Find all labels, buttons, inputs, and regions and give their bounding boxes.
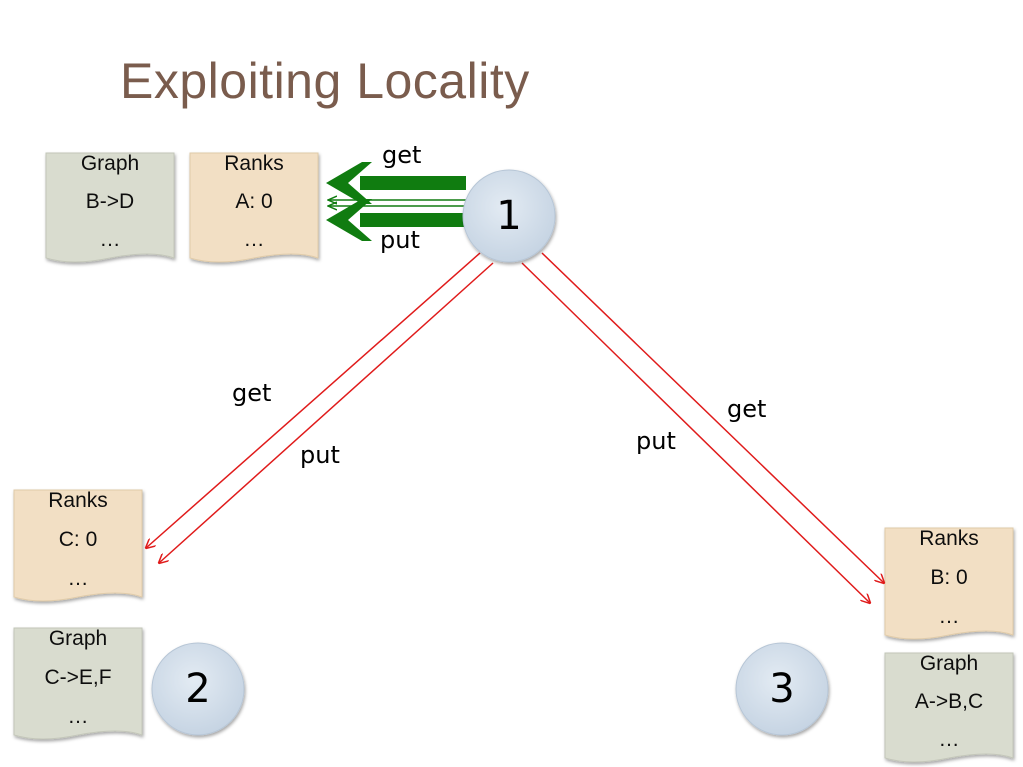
local-get-label: get — [382, 141, 421, 169]
graph-doc-ellipsis: … — [939, 728, 960, 751]
remote-put-label-right: put — [636, 427, 676, 455]
ranks-doc-ellipsis: … — [244, 228, 265, 251]
node-2: 2 — [151, 642, 245, 736]
ranks-document-node2: Ranks C: 0 … — [13, 489, 143, 602]
ranks-doc-entry: B: 0 — [930, 566, 967, 589]
ranks-doc-heading: Ranks — [48, 489, 108, 512]
node-2-label: 2 — [185, 666, 210, 712]
remote-put-label-left: put — [300, 441, 340, 469]
remote-put-arrow-to-node3 — [521, 262, 870, 603]
local-get-arrow — [326, 162, 466, 204]
ranks-document-node3: Ranks B: 0 … — [884, 527, 1014, 640]
ranks-doc-entry: A: 0 — [235, 190, 272, 213]
graph-doc-heading: Graph — [49, 627, 107, 650]
remote-get-label-right: get — [727, 395, 766, 423]
remote-get-arrow-to-node2 — [146, 252, 481, 548]
graph-document-node1: Graph B->D … — [45, 152, 175, 263]
graph-document-node3: Graph A->B,C … — [884, 652, 1014, 763]
remote-get-label-left: get — [232, 379, 271, 407]
local-put-label: put — [380, 226, 420, 254]
node-1: 1 — [462, 169, 556, 263]
ranks-doc-heading: Ranks — [224, 152, 284, 175]
remote-get-arrow-to-node3 — [541, 252, 884, 583]
ranks-doc-ellipsis: … — [939, 605, 960, 628]
ranks-doc-ellipsis: … — [68, 567, 89, 590]
graph-doc-entry: B->D — [86, 190, 134, 213]
graph-doc-entry: A->B,C — [915, 690, 983, 713]
graph-document-node2: Graph C->E,F … — [13, 627, 143, 740]
slide-title: Exploiting Locality — [120, 53, 530, 109]
local-put-arrow — [326, 199, 466, 241]
graph-doc-ellipsis: … — [68, 705, 89, 728]
graph-doc-heading: Graph — [81, 152, 139, 175]
graph-doc-ellipsis: … — [100, 228, 121, 251]
remote-put-arrow-to-node2 — [159, 262, 494, 563]
ranks-doc-entry: C: 0 — [59, 528, 98, 551]
node-1-label: 1 — [496, 193, 521, 239]
node-3-label: 3 — [769, 666, 794, 712]
node-3: 3 — [735, 642, 829, 736]
graph-doc-heading: Graph — [920, 652, 978, 675]
graph-doc-entry: C->E,F — [44, 666, 111, 689]
ranks-document-node1: Ranks A: 0 … — [189, 152, 319, 263]
ranks-doc-heading: Ranks — [919, 527, 979, 550]
